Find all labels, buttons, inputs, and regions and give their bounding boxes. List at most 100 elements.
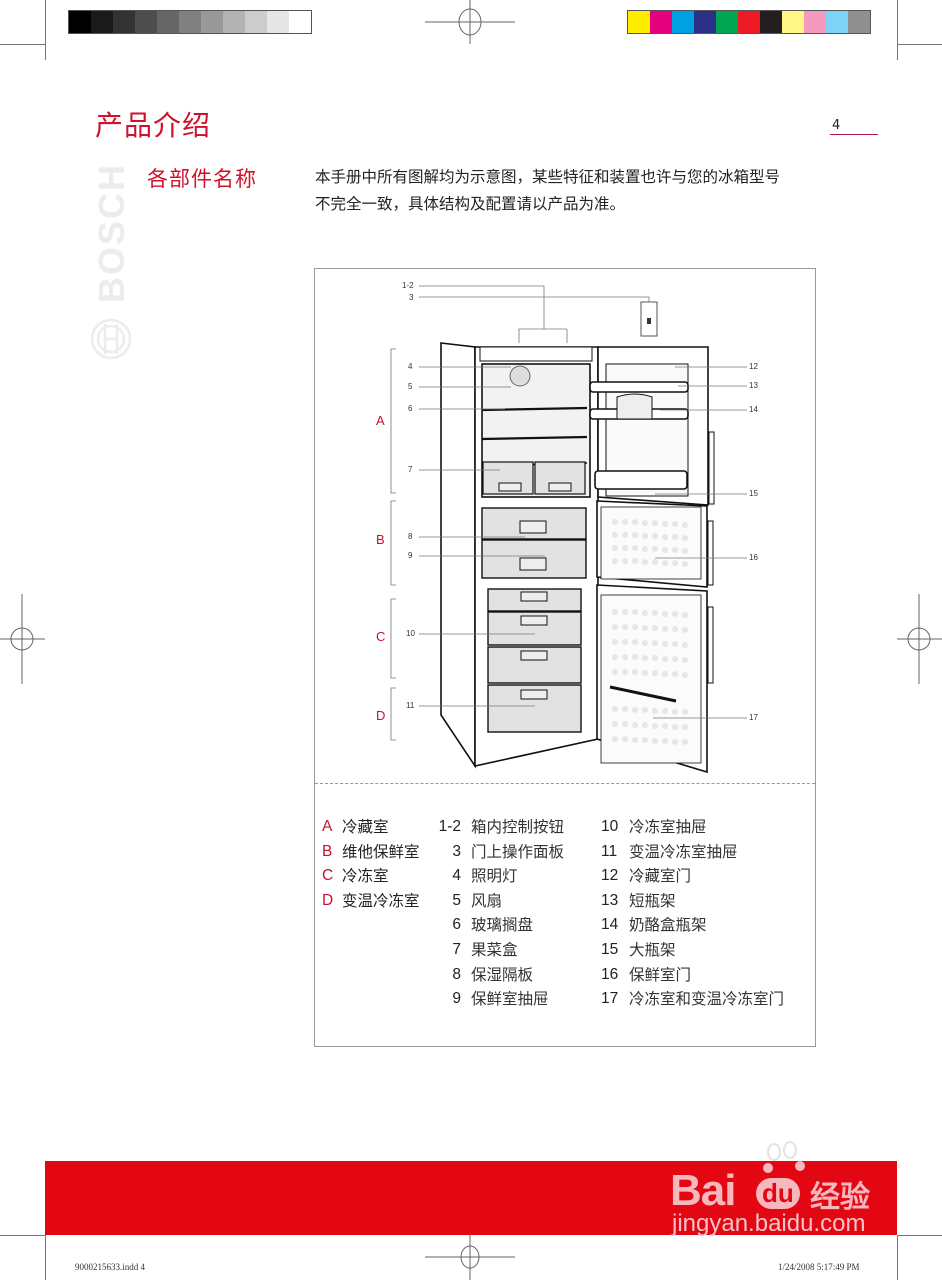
color-swatch (694, 11, 716, 33)
paw-icon (763, 1141, 805, 1173)
color-swatch (826, 11, 848, 33)
color-swatch (113, 11, 135, 33)
baidu-paw-text: du (756, 1178, 800, 1209)
callout-1-2: 1-2 (402, 281, 414, 290)
baidu-logo-cn: 经验 (810, 1180, 870, 1215)
diagram-frame: 1-2 3 4 5 6 7 8 9 10 11 12 13 14 15 16 1… (314, 268, 816, 1047)
baidu-watermark[interactable]: Bai du 经验 jingyan.baidu.com (670, 1140, 890, 1240)
color-swatch (69, 11, 91, 33)
crop-mark (45, 0, 46, 60)
timestamp-slug: 1/24/2008 5:17:49 PM (778, 1262, 860, 1272)
baidu-url[interactable]: jingyan.baidu.com (672, 1210, 866, 1237)
section-label-b: B (376, 532, 385, 547)
color-swatch (672, 11, 694, 33)
color-swatch (738, 11, 760, 33)
registration-mark-icon (897, 594, 942, 684)
callout-14: 14 (749, 405, 758, 414)
gray-calibration-bar (68, 10, 312, 34)
callout-4: 4 (408, 362, 413, 371)
registration-mark-icon (0, 594, 45, 684)
color-swatch (201, 11, 223, 33)
color-swatch (848, 11, 870, 33)
fridge-diagram (390, 285, 747, 774)
color-swatch (782, 11, 804, 33)
callout-8: 8 (408, 532, 413, 541)
callout-3: 3 (409, 293, 414, 302)
file-slug: 9000215633.indd 4 (75, 1262, 146, 1272)
callout-13: 13 (749, 381, 758, 390)
color-swatch (223, 11, 245, 33)
crop-mark (45, 1235, 46, 1280)
section-label-c: C (376, 629, 386, 644)
color-swatch (628, 11, 650, 33)
crop-mark (0, 1235, 45, 1236)
color-swatch (650, 11, 672, 33)
section-title: 各部件名称 (147, 167, 257, 191)
crop-mark (0, 44, 45, 45)
crop-mark (897, 1235, 942, 1236)
callout-10: 10 (406, 629, 415, 638)
color-swatch (716, 11, 738, 33)
color-swatch (245, 11, 267, 33)
callout-17: 17 (749, 713, 758, 722)
color-calibration-bar (627, 10, 871, 34)
color-swatch (135, 11, 157, 33)
divider-dashed (315, 783, 815, 784)
registration-mark-icon (425, 0, 515, 44)
section-label-a: A (376, 413, 385, 428)
callout-9: 9 (408, 551, 413, 560)
intro-line: 不完全一致，具体结构及配置请以产品为准。 (315, 195, 626, 213)
color-swatch (157, 11, 179, 33)
callout-5: 5 (408, 382, 413, 391)
footer-red-band (45, 1161, 897, 1235)
callout-6: 6 (408, 404, 413, 413)
callout-12: 12 (749, 362, 758, 371)
callout-15: 15 (749, 489, 758, 498)
brand-wordmark: BOSCH (91, 162, 132, 303)
intro-paragraph: 本手册中所有图解均为示意图，某些特征和装置也许与您的冰箱型号 不完全一致，具体结… (315, 164, 835, 218)
crop-mark (897, 0, 898, 60)
color-swatch (91, 11, 113, 33)
color-swatch (804, 11, 826, 33)
page-title: 产品介绍 (95, 109, 212, 142)
callout-11: 11 (406, 701, 415, 710)
section-label-d: D (376, 708, 386, 723)
crop-mark (897, 1235, 898, 1280)
color-swatch (179, 11, 201, 33)
page-number: 4 (832, 118, 841, 133)
crop-mark (897, 44, 942, 45)
intro-line: 本手册中所有图解均为示意图，某些特征和装置也许与您的冰箱型号 (315, 168, 781, 186)
callout-7: 7 (408, 465, 413, 474)
color-swatch (760, 11, 782, 33)
bosch-logo-icon (90, 318, 132, 360)
registration-mark-icon (425, 1235, 515, 1280)
color-swatch (289, 11, 311, 33)
baidu-logo-text: Bai (670, 1166, 736, 1215)
color-swatch (267, 11, 289, 33)
page-number-rule (830, 134, 878, 135)
callout-16: 16 (749, 553, 758, 562)
